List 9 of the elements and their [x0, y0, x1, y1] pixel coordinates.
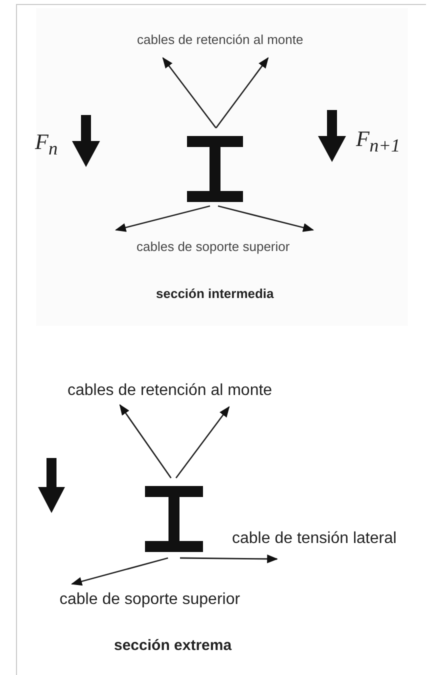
- force-label: F$_{n}$: [35, 130, 58, 159]
- cable-label: cables de retención al monte: [137, 33, 304, 48]
- section-caption: sección intermedia: [156, 287, 274, 302]
- cable-label: cable de tensión lateral: [232, 530, 397, 548]
- cable-label: cables de retención al monte: [68, 382, 272, 400]
- cable-label: cable de soporte superior: [60, 591, 240, 609]
- force-label: F$_{n+1}$: [356, 127, 400, 156]
- section-caption: sección extrema: [114, 638, 232, 654]
- cable-label: cables de soporte superior: [136, 240, 290, 254]
